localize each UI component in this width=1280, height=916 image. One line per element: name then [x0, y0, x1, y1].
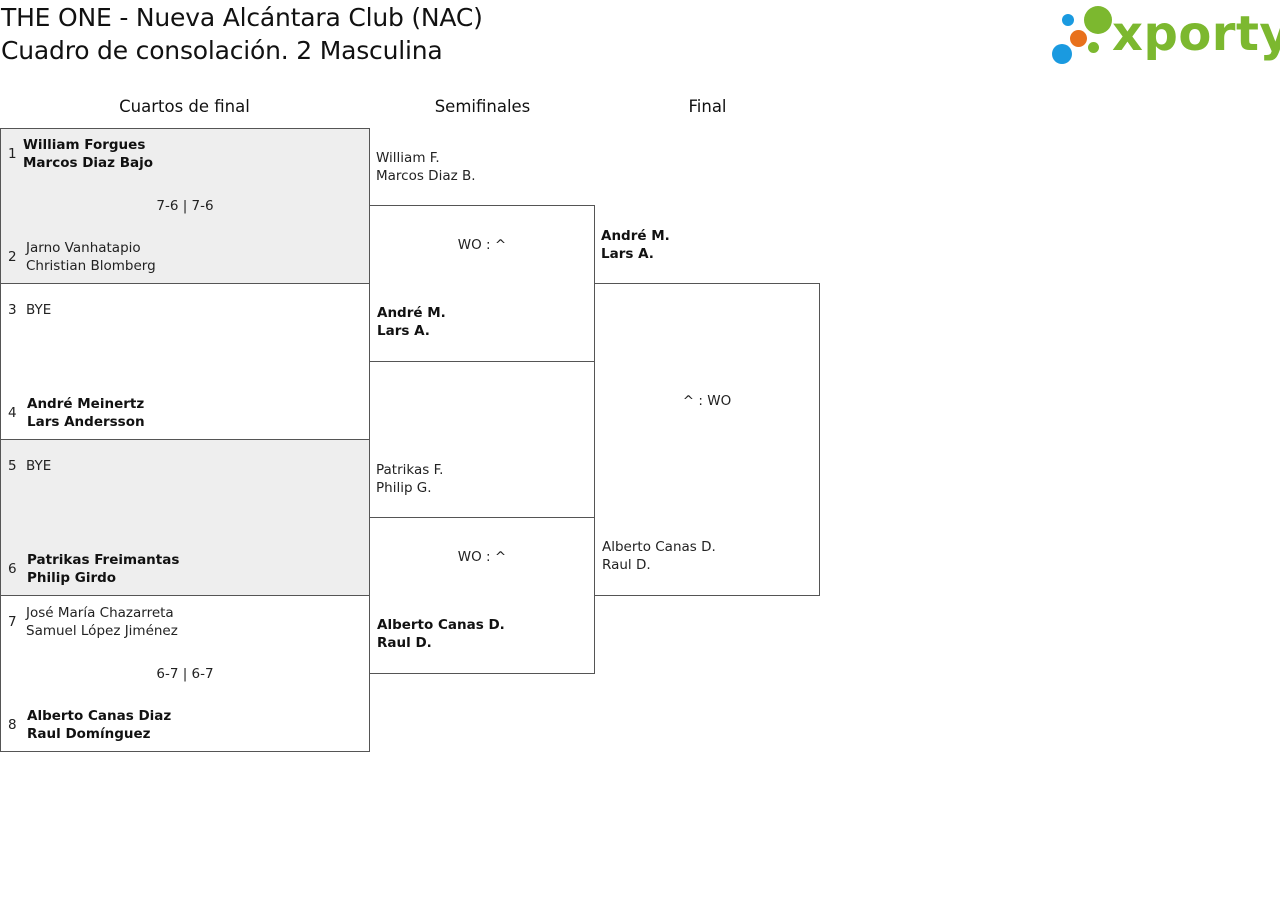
seed-number: 7 [8, 614, 17, 630]
logo-dot-green-small [1088, 42, 1099, 53]
team-player-2: Philip G. [376, 480, 432, 496]
team-player-1: André M. [601, 228, 670, 244]
team-player-2: Marcos Diaz Bajo [23, 155, 154, 171]
team-player-1: Patrikas Freimantas [27, 552, 180, 568]
logo-dot-green [1084, 6, 1112, 34]
team-player-1: André M. [377, 305, 446, 321]
team-player-2: Raul D. [377, 635, 432, 651]
team-player-1: José María Chazarreta [26, 605, 174, 621]
page-title: THE ONE - Nueva Alcántara Club (NAC) [1, 3, 483, 32]
team-player-2: Lars Andersson [27, 414, 145, 430]
team-player-2: Lars A. [601, 246, 654, 262]
quarterfinal-match-4[interactable]: 7 José María Chazarreta Samuel López Jim… [0, 595, 370, 752]
team-player-1: BYE [26, 302, 52, 318]
column-header-semifinals: Semifinales [434, 97, 531, 116]
team-player-1: Alberto Canas Diaz [27, 708, 172, 724]
team-player-2: Samuel López Jiménez [26, 623, 178, 639]
match-score: WO : ^ [457, 237, 507, 253]
logo-dot-orange [1070, 30, 1087, 47]
xporty-logo[interactable]: xporty [1050, 4, 1280, 68]
seed-number: 6 [8, 561, 17, 577]
final-top-team[interactable]: André M. Lars A. [601, 227, 670, 263]
column-header-quarterfinals: Cuartos de final [119, 97, 250, 116]
team-player-1: Alberto Canas D. [602, 539, 716, 555]
seed-number: 1 [8, 146, 17, 162]
logo-dot-blue [1052, 44, 1072, 64]
team-player-1: Patrikas F. [376, 462, 444, 478]
team-player-2: Marcos Diaz B. [376, 168, 476, 184]
quarterfinal-match-2[interactable]: 3 BYE 4 André Meinertz Lars Andersson [0, 283, 370, 440]
seed-number: 5 [8, 458, 17, 474]
semifinal-1-top-team[interactable]: William F. Marcos Diaz B. [376, 149, 476, 185]
quarterfinal-match-3[interactable]: 5 BYE 6 Patrikas Freimantas Philip Girdo [0, 439, 370, 596]
team-player-1: Alberto Canas D. [377, 617, 505, 633]
seed-number: 2 [8, 249, 17, 265]
final-match[interactable]: ^ : WO Alberto Canas D. Raul D. [594, 283, 820, 596]
semifinal-match-2[interactable]: WO : ^ Alberto Canas D. Raul D. [369, 517, 595, 674]
team-player-1: André Meinertz [27, 396, 145, 412]
team-player-2: Raul Domínguez [27, 726, 151, 742]
quarterfinal-match-1[interactable]: 1 William Forgues Marcos Diaz Bajo 7-6 |… [0, 128, 370, 284]
match-score: WO : ^ [457, 549, 507, 565]
team-player-2: Raul D. [602, 557, 651, 573]
team-player-1: William F. [376, 150, 440, 166]
seed-number: 3 [8, 302, 17, 318]
match-score: 6-7 | 6-7 [156, 666, 214, 682]
seed-number: 8 [8, 717, 17, 733]
semifinal-2-top-team[interactable]: Patrikas F. Philip G. [376, 461, 443, 497]
team-player-2: Christian Blomberg [26, 258, 156, 274]
team-player-1: Jarno Vanhatapio [26, 240, 141, 256]
page-subtitle: Cuadro de consolación. 2 Masculina [1, 36, 443, 65]
logo-text: xporty [1112, 6, 1280, 62]
team-player-2: Philip Girdo [27, 570, 117, 586]
team-player-2: Lars A. [377, 323, 430, 339]
logo-dot-blue-small [1062, 14, 1074, 26]
team-player-1: William Forgues [23, 137, 146, 153]
column-header-final: Final [688, 97, 727, 116]
match-score: ^ : WO [682, 393, 732, 409]
team-player-1: BYE [26, 458, 52, 474]
match-score: 7-6 | 7-6 [156, 198, 214, 214]
seed-number: 4 [8, 405, 17, 421]
semifinal-match-1[interactable]: WO : ^ André M. Lars A. [369, 205, 595, 362]
